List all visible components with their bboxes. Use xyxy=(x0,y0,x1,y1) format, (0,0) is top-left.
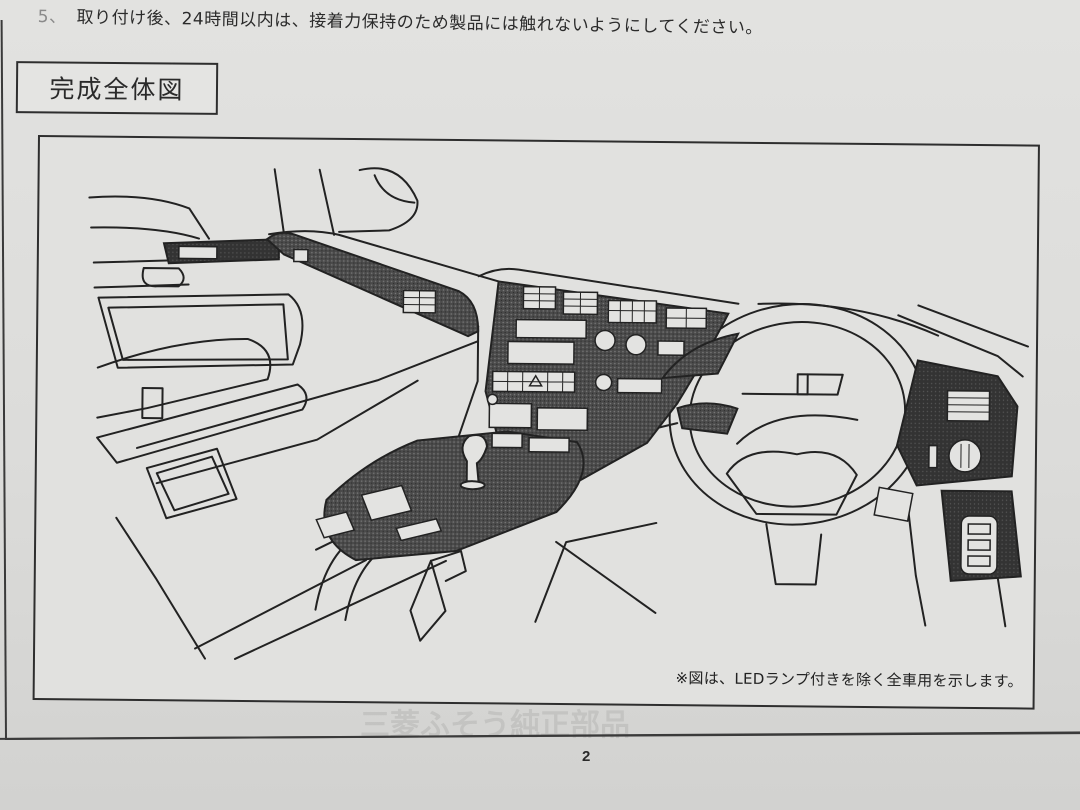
figure-caption: ※図は、LEDランプ付きを除く全車用を示します。 xyxy=(675,669,1023,691)
figure-frame: ※図は、LEDランプ付きを除く全車用を示します。 xyxy=(32,135,1040,710)
step-number: 5、 xyxy=(37,6,67,28)
vehicle-interior-illustration xyxy=(88,167,1030,660)
page-number: 2 xyxy=(582,748,591,765)
bleed-through-text: 三菱ふそう純正部品 xyxy=(360,708,630,743)
section-title: 完成全体図 xyxy=(15,61,219,115)
